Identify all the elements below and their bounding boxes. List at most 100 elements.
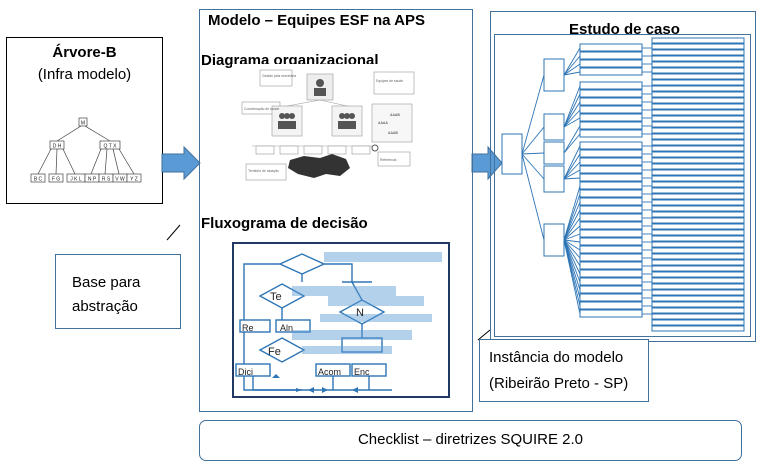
tree-node <box>651 271 745 278</box>
tree-node <box>579 261 643 270</box>
tree-node <box>651 283 745 290</box>
tree-node <box>651 115 745 122</box>
abstraction-line2: abstração <box>72 298 138 315</box>
flowchart-label: Re <box>242 323 254 333</box>
tree-node <box>651 217 745 224</box>
flowchart-label: Aln <box>280 323 293 333</box>
tree-node <box>651 235 745 242</box>
tree-node <box>579 213 643 222</box>
tree-node <box>579 197 643 206</box>
tree-node <box>579 229 643 238</box>
tree-node <box>579 141 643 150</box>
tree-connector <box>521 153 545 180</box>
tree-node <box>651 253 745 260</box>
tree-node <box>501 133 523 175</box>
btree-root-key: M <box>81 121 85 127</box>
case-title: Estudo de caso <box>569 21 680 38</box>
flowchart-title: Fluxograma de decisão <box>201 215 368 232</box>
flowchart-label: Acom <box>318 367 341 377</box>
tree-node <box>579 301 643 310</box>
tree-connector <box>563 239 581 315</box>
org-label: AAAA <box>378 121 388 125</box>
tree-connector <box>563 201 581 241</box>
model-title: Modelo – Equipes ESF na APS <box>208 12 425 29</box>
flowchart-label: Enc <box>354 367 370 377</box>
btree-subtitle: (Infra modelo) <box>37 66 132 83</box>
org-label: AAAB <box>388 131 398 135</box>
tree-node <box>651 37 745 44</box>
tree-node <box>579 59 643 68</box>
tree-node <box>651 205 745 212</box>
tree-node <box>543 165 565 193</box>
tree-connector <box>563 239 581 259</box>
tree-node <box>579 309 643 318</box>
tree-node <box>651 127 745 134</box>
tree-node <box>651 49 745 56</box>
tree-node <box>651 43 745 50</box>
tree-node <box>651 151 745 158</box>
tree-node <box>651 181 745 188</box>
tree-node <box>651 187 745 194</box>
org-diagram: Gestão pela secretaria Coordenação de sa… <box>232 64 434 196</box>
tree-node <box>651 97 745 104</box>
tree-node <box>651 325 745 332</box>
org-label: AAAB <box>390 113 400 117</box>
org-label: Referência <box>380 158 397 162</box>
tree-connector <box>563 133 581 154</box>
btree-leaf-key: B C <box>34 177 43 183</box>
tree-connector <box>521 152 545 155</box>
instance-line1: Instância do modelo <box>489 349 624 366</box>
tree-connector <box>563 145 581 180</box>
tree-node <box>579 253 643 262</box>
org-label: Território de atuação <box>248 169 279 173</box>
tree-node <box>579 285 643 294</box>
tree-node <box>543 113 565 141</box>
instance-box <box>479 339 649 402</box>
tree-connector <box>563 85 581 128</box>
tree-node <box>651 277 745 284</box>
tree-node <box>579 105 643 114</box>
tree-connector <box>563 93 581 128</box>
tree-node <box>579 81 643 90</box>
tree-node <box>651 265 745 272</box>
tree-node <box>579 205 643 214</box>
tree-node <box>651 169 745 176</box>
tree-node <box>651 103 745 110</box>
tree-connector <box>563 153 581 180</box>
checklist-box <box>199 420 742 461</box>
tree-node <box>579 149 643 158</box>
tree-node <box>651 211 745 218</box>
tree-node <box>579 89 643 98</box>
tree-node <box>651 73 745 80</box>
tree-connector <box>563 117 581 128</box>
flowchart-label: Fe <box>268 346 281 358</box>
tree-node <box>543 141 565 165</box>
flowchart-label: Te <box>270 291 282 303</box>
tree-node <box>651 301 745 308</box>
tree-connector <box>563 125 581 154</box>
tree-node <box>651 193 745 200</box>
tree-connector <box>521 74 545 155</box>
tree-connector <box>563 161 581 180</box>
tree-node <box>543 223 565 257</box>
tree-node <box>579 237 643 246</box>
model-panel <box>199 9 473 412</box>
tree-connector <box>563 239 581 267</box>
tree-connector <box>563 239 581 275</box>
btree-leaf-key: R S <box>102 177 111 183</box>
tree-node <box>651 259 745 266</box>
tree-node <box>579 129 643 138</box>
tree-connector <box>563 101 581 128</box>
tree-node <box>651 85 745 92</box>
tree-node <box>651 199 745 206</box>
tree-node <box>579 97 643 106</box>
tree-connector <box>563 109 581 128</box>
tree-connector <box>521 153 545 241</box>
abstraction-line1: Base para <box>72 274 141 291</box>
tree-connector <box>563 177 581 180</box>
tree-node <box>651 157 745 164</box>
tree-node <box>651 61 745 68</box>
tree-connector <box>563 225 581 241</box>
tree-node <box>651 307 745 314</box>
tree-node <box>651 121 745 128</box>
